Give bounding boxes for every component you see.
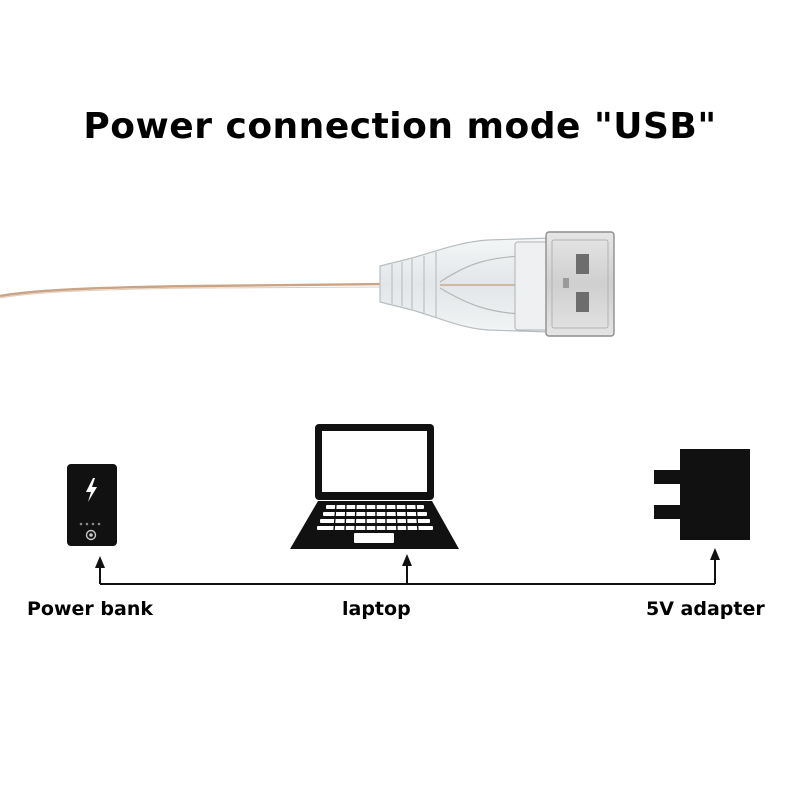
laptop-icon [290, 424, 459, 549]
arrow-up-icon [710, 548, 720, 560]
usb-cable [0, 282, 385, 299]
cable-wire [0, 282, 385, 298]
wall-adapter-icon [654, 449, 750, 540]
label-5v-adapter: 5V adapter [646, 598, 765, 620]
connector-lines [99, 558, 716, 585]
arrow-up-icon [402, 554, 412, 566]
arrow-up-icon [95, 556, 105, 568]
label-power-bank: Power bank [27, 598, 153, 620]
lightning-bolt-icon [86, 478, 97, 502]
diagram-title: Power connection mode "USB" [83, 106, 717, 147]
usb-plug-icon [379, 231, 615, 337]
power-bank-icon [67, 464, 117, 546]
label-laptop: laptop [342, 598, 411, 620]
